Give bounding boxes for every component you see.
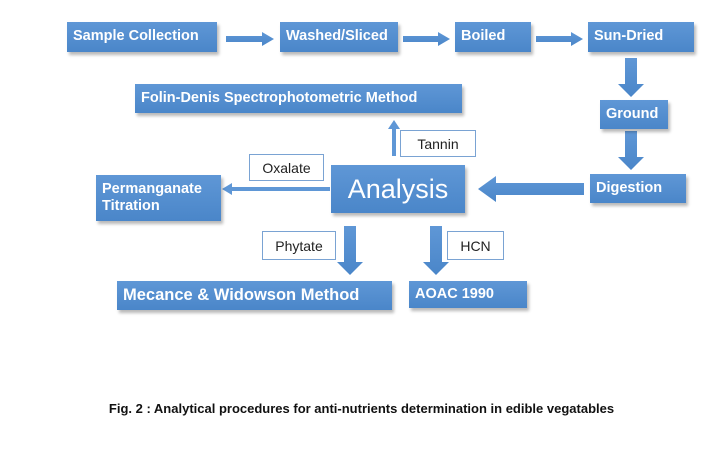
node-ground: Ground (600, 100, 668, 129)
arrow-sample-to-washed (226, 32, 274, 46)
node-folin-denis-method: Folin-Denis Spectrophotometric Method (135, 84, 462, 113)
node-analysis: Analysis (331, 165, 465, 213)
label-hcn: HCN (447, 231, 504, 260)
node-washed-sliced: Washed/Sliced (280, 22, 398, 52)
label-phytate: Phytate (262, 231, 336, 260)
node-digestion: Digestion (590, 174, 686, 203)
arrow-analysis-to-aoac (423, 226, 449, 275)
arrow-digestion-to-analysis (478, 176, 584, 202)
arrow-boiled-to-sundried (536, 32, 583, 46)
label-oxalate: Oxalate (249, 154, 324, 181)
node-permanganate-titration: Permanganate Titration (96, 175, 221, 221)
arrow-sundried-to-ground (618, 58, 644, 97)
arrow-analysis-to-folin (388, 120, 400, 156)
node-sun-dried: Sun-Dried (588, 22, 694, 52)
node-boiled: Boiled (455, 22, 531, 52)
node-mecance-widowson-method: Mecance & Widowson Method (117, 281, 392, 310)
arrow-washed-to-boiled (403, 32, 450, 46)
arrow-ground-to-digestion (618, 131, 644, 170)
label-tannin: Tannin (400, 130, 476, 157)
arrow-analysis-to-permanganate (222, 183, 330, 195)
arrow-analysis-to-mecance (337, 226, 363, 275)
node-aoac-1990: AOAC 1990 (409, 281, 527, 308)
figure-caption: Fig. 2 : Analytical procedures for anti-… (108, 401, 615, 416)
node-sample-collection: Sample Collection (67, 22, 217, 52)
